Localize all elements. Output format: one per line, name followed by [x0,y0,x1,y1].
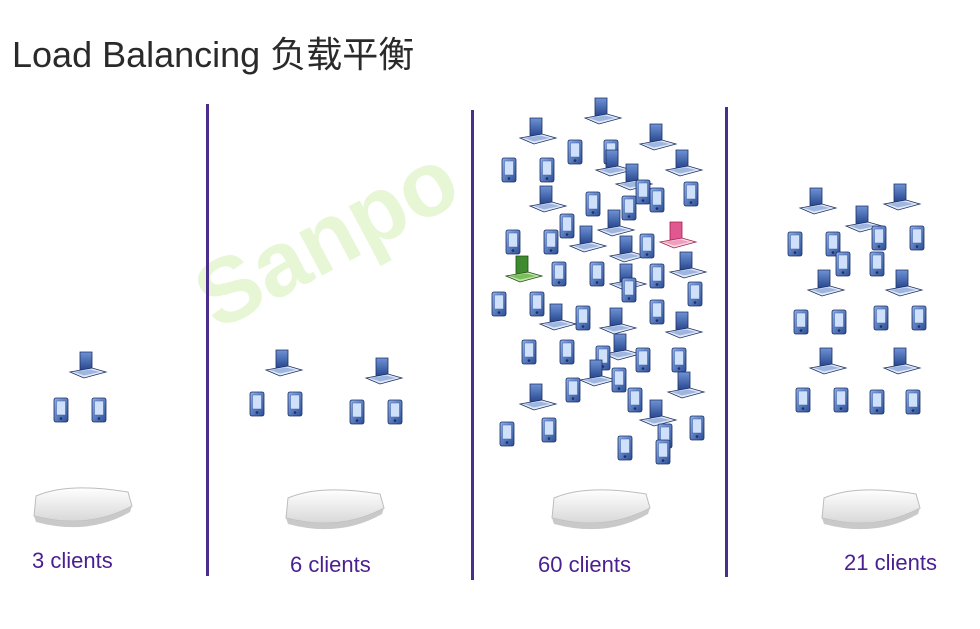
phone-icon [521,339,537,365]
laptop-icon [529,185,567,213]
phone-icon [871,225,887,251]
laptop-icon [599,307,637,335]
phone-icon [589,261,605,287]
laptop-icon [658,221,698,249]
phone-icon [831,309,847,335]
laptop-icon [69,351,107,379]
phone-icon [499,421,515,447]
phone-icon [795,387,811,413]
page-title: Load Balancing 负载平衡 [12,34,415,75]
phone-icon [621,277,637,303]
group-1-clients [53,351,107,423]
phone-icon [909,225,925,251]
phone-icon [505,229,521,255]
laptop-icon [365,357,403,385]
laptop-icon [504,255,544,283]
phone-icon [627,387,643,413]
phone-icon [575,305,591,331]
laptop-icon [799,187,837,215]
phone-icon [585,191,601,217]
phone-icon [905,389,921,415]
phone-icon [639,233,655,259]
phone-icon [491,291,507,317]
phone-icon [635,347,651,373]
laptop-icon [639,123,677,151]
laptop-icon [519,117,557,145]
phone-icon [349,399,365,425]
phone-icon [53,397,69,423]
phone-icon [683,181,699,207]
phone-icon [501,157,517,183]
phone-icon [565,377,581,403]
laptop-icon [809,347,847,375]
laptop-icon [883,183,921,211]
laptop-icon [665,149,703,177]
phone-icon [249,391,265,417]
group-4-clients [787,183,927,415]
phone-icon [635,179,651,205]
phone-icon [617,435,633,461]
access-point-icon [821,489,921,530]
phone-icon [559,339,575,365]
laptop-icon [584,97,622,125]
laptop-icon [265,349,303,377]
divider-2 [471,110,474,580]
phone-icon [869,389,885,415]
group-4-label: 21 clients [844,550,937,575]
phone-icon [541,417,557,443]
divider-1 [206,104,209,576]
laptop-icon [667,371,705,399]
group-1-label: 3 clients [32,548,113,573]
phone-icon [787,231,803,257]
laptop-icon [665,311,703,339]
phone-icon [671,347,687,373]
laptop-icon [669,251,707,279]
access-point-icon [33,487,133,528]
phone-icon [387,399,403,425]
phone-icon [91,397,107,423]
laptop-icon [883,347,921,375]
phone-icon [611,367,627,393]
phone-icon [287,391,303,417]
phone-icon [621,195,637,221]
phone-icon [539,157,555,183]
phone-icon [911,305,927,331]
phone-icon [689,415,705,441]
access-point-icon [551,489,651,530]
laptop-icon [639,399,677,427]
laptop-icon [885,269,923,297]
laptop-icon [519,383,557,411]
phone-icon [649,187,665,213]
phone-icon [687,281,703,307]
phone-icon [543,229,559,255]
phone-icon [869,251,885,277]
group-2-clients [249,349,403,425]
phone-icon [793,309,809,335]
phone-icon [649,299,665,325]
phone-icon [835,251,851,277]
group-3-label: 60 clients [538,552,631,577]
phone-icon [655,439,671,465]
laptop-icon [539,303,577,331]
group-2-label: 6 clients [290,552,371,577]
divider-3 [725,107,728,577]
phone-icon [529,291,545,317]
laptop-icon [579,359,617,387]
phone-icon [649,263,665,289]
group-3-clients [491,97,707,465]
phone-icon [567,139,583,165]
phone-icon [833,387,849,413]
phone-icon [559,213,575,239]
phone-icon [551,261,567,287]
phone-icon [873,305,889,331]
access-point-icon [285,489,385,530]
